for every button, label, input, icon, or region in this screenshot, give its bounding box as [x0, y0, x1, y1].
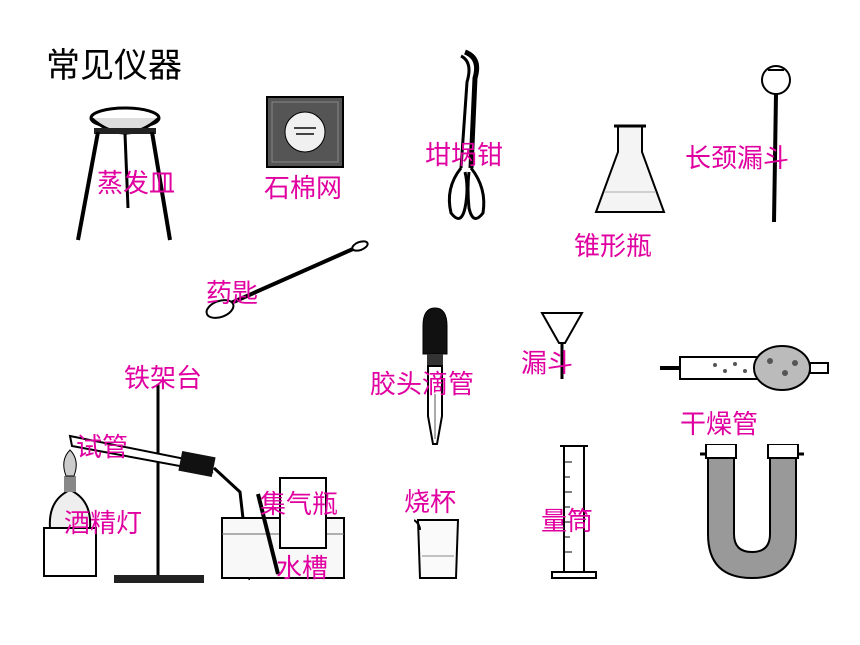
- funnel-image: [540, 309, 584, 381]
- label-erlenmeyer-flask: 锥形瓶: [574, 232, 653, 262]
- label-asbestos-gauze: 石棉网: [264, 174, 343, 204]
- label-gas-jar: 集气瓶: [260, 490, 339, 520]
- label-drying-tube: 干燥管: [680, 410, 759, 440]
- drying-tube-image: [660, 343, 835, 393]
- label-iron-stand: 铁架台: [124, 364, 203, 394]
- label-alcohol-lamp: 酒精灯: [64, 509, 143, 539]
- label-crucible-tongs: 坩埚钳: [425, 141, 504, 171]
- slide-title: 常见仪器: [46, 46, 182, 86]
- label-spoon: 药匙: [206, 279, 259, 309]
- erlenmeyer-flask-image: [594, 122, 666, 216]
- asbestos-gauze-image: [266, 96, 344, 168]
- graduated-cylinder-image: [548, 442, 600, 582]
- label-long-neck-funnel: 长颈漏斗: [685, 144, 790, 174]
- label-dropper: 胶头滴管: [370, 370, 475, 400]
- evaporating-dish-on-tripod-image: [70, 98, 180, 243]
- u-tube-image: [700, 444, 804, 584]
- spoon-image: [202, 237, 370, 321]
- beaker-image: [414, 516, 462, 580]
- label-test-tube: 试管: [76, 433, 129, 463]
- dropper-image: [415, 304, 455, 446]
- crucible-tongs-image: [435, 48, 495, 228]
- label-graduated-cylinder: 量筒: [541, 507, 594, 537]
- iron-stand-assembly-image: [40, 380, 250, 585]
- label-water-trough: 水槽: [276, 554, 329, 584]
- label-evaporating-dish: 蒸发皿: [97, 169, 176, 199]
- water-trough-gas-jar-image: [218, 474, 348, 582]
- label-beaker: 烧杯: [404, 488, 457, 518]
- long-neck-funnel-image: [756, 64, 796, 224]
- label-funnel: 漏斗: [521, 349, 574, 379]
